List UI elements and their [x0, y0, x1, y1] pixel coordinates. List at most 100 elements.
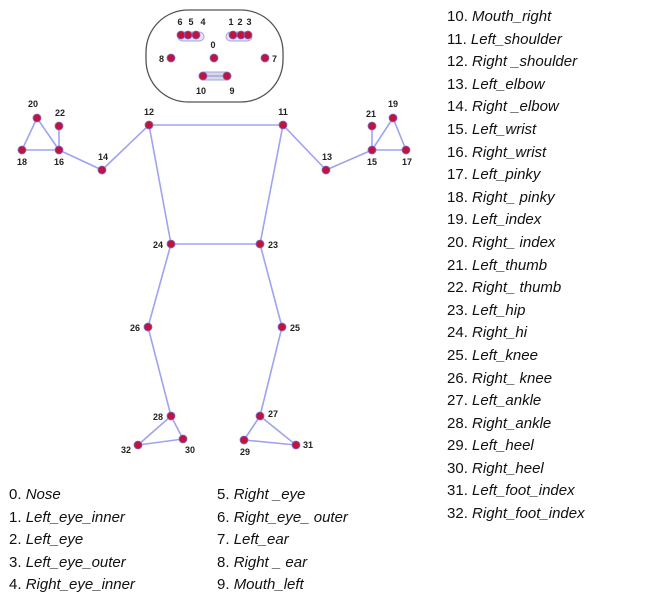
- landmark-number-3: 3: [246, 17, 251, 27]
- legend-separator: .: [463, 143, 473, 161]
- legend-label: Right_ankle: [472, 414, 552, 432]
- landmark-point-28: [166, 411, 176, 421]
- legend-item-12: 12. Right _shoulder: [447, 51, 585, 74]
- landmark-point-3: [243, 30, 253, 40]
- legend-label: Right_eye_inner: [25, 576, 135, 594]
- landmark-point-0: [209, 53, 219, 63]
- landmark-number-21: 21: [366, 109, 376, 119]
- legend-separator: .: [463, 188, 473, 206]
- landmark-number-20: 20: [28, 99, 38, 109]
- legend-label: Left_thumb: [472, 256, 548, 274]
- legend-separator: .: [463, 8, 473, 25]
- legend-label: Right_ pinky: [472, 188, 555, 206]
- landmark-number-2: 2: [237, 17, 242, 27]
- legend-item-32: 32. Right_foot_index: [447, 503, 585, 526]
- landmark-number-32: 32: [121, 445, 131, 455]
- landmark-point-7: [260, 53, 270, 63]
- skeleton-connections: [21, 34, 407, 446]
- legend-separator: .: [463, 279, 473, 297]
- legend-item-18: 18. Right_ pinky: [447, 187, 585, 210]
- legend-index: 27: [447, 392, 464, 410]
- legend-index: 1: [9, 508, 18, 526]
- bone-11-23: [259, 124, 284, 245]
- bone-29-31: [243, 439, 297, 446]
- legend-label: Left_elbow: [472, 75, 545, 93]
- legend-index: 4: [9, 576, 18, 594]
- legend-index: 32: [447, 505, 464, 523]
- legend-label: Right _shoulder: [472, 53, 578, 71]
- legend-separator: .: [463, 414, 473, 432]
- legend-index: 23: [447, 301, 464, 319]
- legend-item-25: 25. Left_knee: [447, 345, 585, 368]
- landmark-point-29: [239, 435, 249, 445]
- bone-24-26: [147, 243, 172, 328]
- landmark-point-22: [54, 121, 64, 131]
- legend-separator: .: [463, 369, 473, 387]
- landmark-point-9: [222, 71, 232, 81]
- legend-label: Right_wrist: [472, 143, 547, 161]
- legend-index: 31: [447, 482, 464, 500]
- landmark-point-19: [388, 113, 398, 123]
- landmark-point-14: [97, 165, 107, 175]
- bone-12-14: [101, 124, 150, 171]
- legend-item-5: 5. Right _eye: [217, 484, 348, 507]
- landmark-point-15: [367, 145, 377, 155]
- legend-index: 15: [447, 120, 464, 138]
- bone-17-19: [392, 117, 407, 151]
- legend-label: Mouth_left: [233, 576, 304, 594]
- legend-item-8: 8. Right _ ear: [217, 552, 348, 575]
- landmark-number-1: 1: [228, 17, 233, 27]
- legend-item-28: 28. Right_ankle: [447, 413, 585, 436]
- legend-separator: .: [463, 482, 473, 500]
- legend-separator: .: [463, 505, 473, 523]
- legend-index: 30: [447, 459, 464, 477]
- legend-label: Right _eye: [233, 486, 306, 503]
- legend-label: Left_shoulder: [470, 30, 562, 48]
- legend-index: 22: [447, 279, 464, 297]
- legend-item-1: 1. Left_eye_inner: [9, 507, 135, 530]
- landmark-number-6: 6: [177, 17, 182, 27]
- bone-23-25: [259, 243, 283, 328]
- legend-separator: .: [225, 576, 234, 594]
- legend-separator: .: [462, 30, 471, 48]
- legend-label: Right_heel: [472, 459, 544, 477]
- legend-index: 26: [447, 369, 464, 387]
- landmark-number-14: 14: [98, 152, 108, 162]
- legend-separator: .: [225, 486, 234, 503]
- legend-index: 10: [447, 8, 464, 25]
- legend-item-23: 23. Left_hip: [447, 300, 585, 323]
- landmark-number-16: 16: [54, 157, 64, 167]
- legend-item-17: 17. Left_pinky: [447, 164, 585, 187]
- landmark-point-13: [321, 165, 331, 175]
- legend-index: 17: [447, 166, 464, 184]
- legend-separator: .: [17, 531, 26, 549]
- legend-label: Left_heel: [472, 437, 534, 455]
- legend-separator: .: [463, 120, 473, 138]
- legend-separator: .: [463, 233, 473, 251]
- legend-separator: .: [463, 75, 473, 93]
- bone-27-31: [259, 415, 297, 446]
- legend-index: 9: [217, 576, 226, 594]
- legend-separator: .: [463, 392, 473, 410]
- bone-25-27: [259, 326, 283, 417]
- landmark-point-6: [176, 30, 186, 40]
- legend-separator: .: [463, 301, 473, 319]
- landmark-number-19: 19: [388, 99, 398, 109]
- landmark-point-24: [166, 239, 176, 249]
- bone-16-20: [36, 117, 60, 151]
- landmark-number-4: 4: [200, 17, 205, 27]
- legend-separator: .: [463, 437, 473, 455]
- landmark-point-31: [291, 440, 301, 450]
- bone-15-19: [371, 117, 394, 151]
- legend-index: 25: [447, 346, 464, 364]
- legend-label: Left_hip: [472, 301, 526, 319]
- legend-index: 19: [447, 211, 464, 229]
- legend-label: Left_index: [472, 211, 542, 229]
- legend-item-0: 0. Nose: [9, 484, 135, 507]
- landmark-point-17: [401, 145, 411, 155]
- landmark-number-26: 26: [130, 323, 140, 333]
